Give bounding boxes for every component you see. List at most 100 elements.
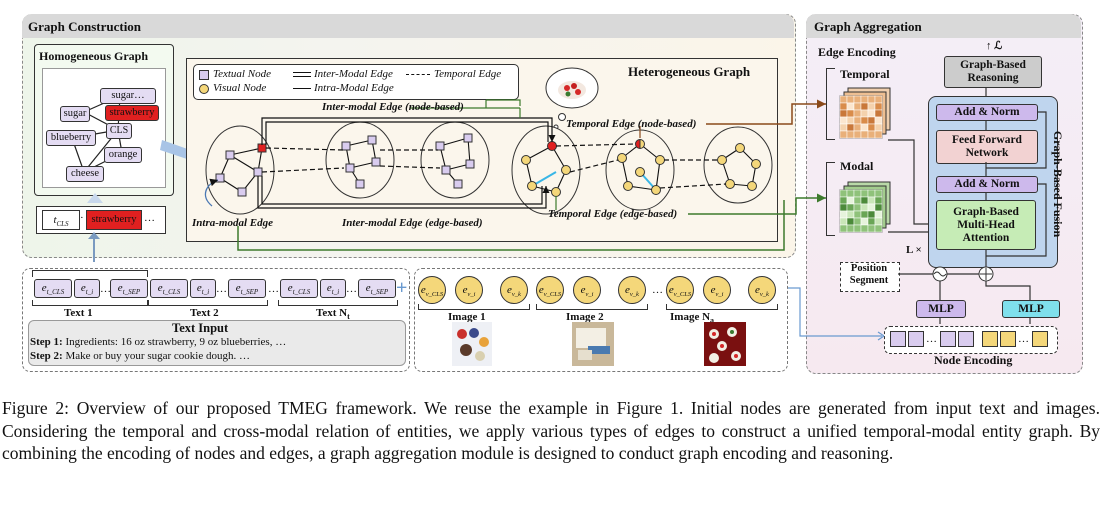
token-ellipsis-left: · (80, 212, 84, 224)
graph-construction-header (22, 14, 794, 38)
label-intra-modal: Intra-modal Edge (192, 217, 273, 229)
label-inter-modal-node: Inter-modal Edge (node-based) (322, 101, 464, 113)
text-input-title: Text Input (172, 321, 229, 335)
l-times-label: L × (906, 244, 922, 256)
img1-tok-cls: ev_CLS (418, 276, 446, 304)
img1-tok-i: ev_i (455, 276, 483, 304)
up-arrow-tokens-head (88, 232, 100, 239)
homo-node-sugar: sugar (60, 106, 90, 122)
loss-label: ↑ ℒ (986, 40, 1003, 52)
node-enc-ellipsis-1: … (926, 333, 937, 345)
homo-node-orange: orange (104, 147, 142, 163)
heterogeneous-graph-title: Heterogeneous Graph (628, 64, 751, 79)
text-group-2-label: Text 2 (190, 307, 219, 319)
position-segment-box (840, 262, 900, 292)
legend-intra-modal-edge: Intra-Modal Edge (314, 82, 394, 94)
plus-sign: + (396, 277, 408, 299)
feed-forward-network: Feed Forward Network (936, 130, 1038, 164)
mlp-right: MLP (1002, 300, 1060, 318)
modal-bracket (826, 162, 835, 236)
text2-tok-cls: et_CLS (150, 279, 188, 298)
label-temporal-edge: Temporal Edge (edge-based) (548, 208, 678, 220)
legend-textual-node-swatch (199, 70, 209, 80)
text-group-ellipsis: … (268, 283, 279, 295)
legend-temporal-edge: Temporal Edge (434, 68, 502, 80)
modal-label: Modal (840, 159, 874, 173)
image-group-2-label: Image 2 (566, 311, 604, 323)
image-group-2-bracket (536, 304, 648, 310)
textn-tok-cls: et_CLS (280, 279, 318, 298)
up-arrow-tokens (93, 234, 95, 262)
imgn-tok-cls: ev_CLS (666, 276, 694, 304)
token-strawberry: strawberry (86, 210, 142, 230)
graph-based-reasoning: Graph-Based Reasoning (944, 56, 1042, 88)
image-2-thumb (572, 322, 614, 366)
text-group-1-bracket-bottom (32, 300, 148, 306)
image-group-n-label: Image Na (670, 311, 715, 326)
node-encoding-label: Node Encoding (934, 353, 1013, 367)
position-segment-label: Position Segment (849, 263, 889, 286)
text-input-box (28, 320, 406, 366)
text-group-n-label: Text Nt (316, 307, 350, 322)
matrix-cell (874, 224, 883, 233)
token-cls: tCLS (42, 210, 80, 230)
textn-ellipsis: … (346, 283, 357, 295)
text2-tok-i: et_i (190, 279, 216, 298)
text-group-n-bracket-bottom (278, 300, 398, 306)
token-ellipsis-right: … (144, 212, 155, 224)
text-input-step1: Step 1: Ingredients: 16 oz strawberry, 9… (30, 336, 287, 348)
imgn-tok-i: ev_i (703, 276, 731, 304)
graph-aggregation-header (806, 14, 1081, 38)
text2-tok-sep: et_SEP (228, 279, 266, 298)
node-enc-1 (890, 331, 906, 347)
legend-inter-modal-edge: Inter-Modal Edge (314, 68, 393, 80)
textn-tok-i: et_i (320, 279, 346, 298)
add-norm-top: Add & Norm (936, 104, 1038, 121)
node-enc-7 (1032, 331, 1048, 347)
text1-tok-cls: et_CLS (34, 279, 72, 298)
homo-node-cls: CLS (106, 123, 132, 139)
image-group-n-bracket (666, 304, 778, 310)
add-norm-bottom: Add & Norm (936, 176, 1038, 193)
node-enc-5 (982, 331, 998, 347)
token-cls-t: t (53, 214, 57, 226)
graph-based-mha: Graph-Based Multi-Head Attention (936, 200, 1036, 250)
matrix-cell (874, 130, 883, 139)
textn-tok-sep: et_SEP (358, 279, 396, 298)
edge-encoding-label: Edge Encoding (818, 45, 896, 59)
text-group-2-bracket-bottom (148, 300, 268, 306)
text-input-step2: Step 2: Make or buy your sugar cookie do… (30, 350, 250, 362)
legend-intra-modal-swatch (293, 88, 311, 89)
legend-temporal-swatch (406, 74, 430, 75)
image-group-ellipsis: … (652, 284, 663, 296)
img1-tok-k: ev_k (500, 276, 528, 304)
mlp-left: MLP (916, 300, 966, 318)
img2-tok-i: ev_i (573, 276, 601, 304)
label-temporal-node: Temporal Edge (node-based) (566, 118, 697, 130)
homo-node-blueberry: blueberry (46, 130, 96, 146)
graph-construction-title: Graph Construction (28, 19, 142, 34)
graph-aggregation-title: Graph Aggregation (814, 19, 922, 34)
node-enc-2 (908, 331, 924, 347)
text1-ellipsis: … (100, 283, 111, 295)
legend-inter-modal-swatch (293, 72, 311, 77)
image-n-thumb (704, 322, 746, 366)
temporal-bracket (826, 68, 835, 140)
legend-textual-node: Textual Node (213, 68, 271, 80)
figure-caption: Figure 2: Overview of our proposed TMEG … (2, 398, 1100, 463)
legend-visual-node-swatch (199, 84, 209, 94)
node-enc-ellipsis-2: … (1018, 333, 1029, 345)
imgn-tok-k: ev_k (748, 276, 776, 304)
image-group-1-label: Image 1 (448, 311, 486, 323)
text1-tok-i: et_i (74, 279, 100, 298)
temporal-label: Temporal (840, 67, 890, 81)
homo-node-strawberry: strawberry (105, 105, 159, 121)
token-cls-sub: CLS (56, 220, 69, 229)
node-enc-4 (958, 331, 974, 347)
